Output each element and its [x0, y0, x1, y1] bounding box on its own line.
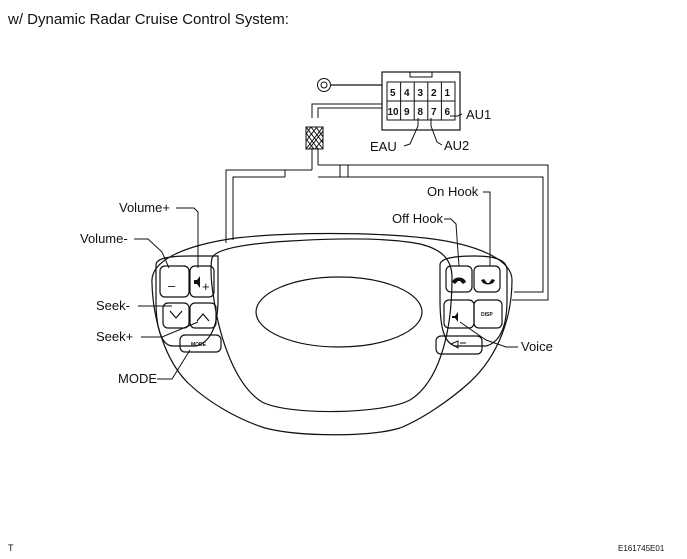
footer-figure-id: E161745E01 [618, 544, 665, 553]
pin-6: 6 [445, 107, 451, 118]
label-off-hook: Off Hook [392, 211, 444, 226]
pin-4: 4 [404, 88, 410, 99]
label-au1: AU1 [466, 107, 491, 122]
volume-plus-button[interactable] [189, 265, 215, 298]
disp-button[interactable] [473, 299, 503, 329]
label-volume-minus: Volume- [80, 231, 128, 246]
right-leaders [444, 191, 518, 348]
pin-8: 8 [418, 107, 424, 118]
pin-9: 9 [404, 107, 410, 118]
label-seek-minus: Seek- [96, 298, 130, 313]
connector: 5 4 3 2 1 10 9 8 7 6 [381, 71, 461, 131]
left-leaders [134, 207, 199, 380]
ground-terminal [317, 78, 382, 92]
chevron-up-icon [196, 313, 210, 322]
disp-button-label: DISP [481, 312, 493, 318]
footer-left: T [8, 543, 14, 553]
mode-button[interactable] [179, 334, 222, 353]
steering-pad [151, 232, 513, 436]
chevron-down-icon [169, 310, 183, 319]
mode-button-label: MODE [191, 342, 207, 348]
diagram-title: w/ Dynamic Radar Cruise Control System: [7, 11, 289, 28]
label-eau: EAU [370, 139, 397, 154]
label-voice: Voice [521, 339, 553, 354]
pin-2: 2 [431, 88, 437, 99]
phone-off-hook-icon [452, 277, 466, 284]
label-mode: MODE [118, 371, 157, 386]
phone-on-hook-icon [481, 279, 495, 285]
pin-7: 7 [431, 107, 437, 118]
wire-harness [225, 103, 549, 301]
pin-1: 1 [445, 88, 451, 99]
pin-10: 10 [388, 107, 400, 118]
label-on-hook: On Hook [427, 184, 479, 199]
voice-icon [452, 312, 458, 322]
left-switch-cluster: – + MODE [155, 255, 222, 353]
volume-minus-button[interactable] [159, 265, 190, 298]
label-volume-plus: Volume+ [119, 200, 170, 215]
seek-minus-button[interactable] [162, 302, 190, 329]
seek-plus-button[interactable] [189, 302, 217, 329]
right-switch-cluster: DISP [435, 255, 508, 355]
speaker-icon [194, 276, 200, 288]
pin-5: 5 [390, 88, 396, 99]
on-hook-button[interactable] [473, 265, 501, 293]
plus-icon: + [202, 279, 210, 294]
label-seek-plus: Seek+ [96, 329, 133, 344]
radar-icon [449, 340, 466, 349]
radar-cruise-button[interactable] [435, 335, 483, 355]
pin-leaders [403, 113, 463, 147]
pin-3: 3 [418, 88, 424, 99]
label-au2: AU2 [444, 138, 469, 153]
minus-icon: – [168, 278, 176, 293]
